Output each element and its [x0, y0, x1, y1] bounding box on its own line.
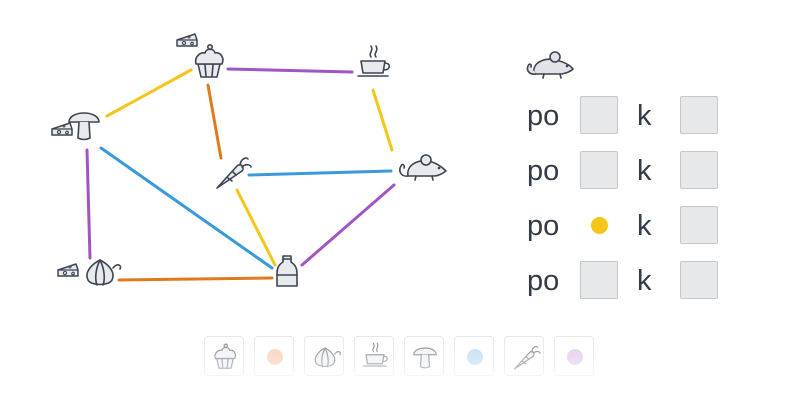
cheese-icon	[57, 263, 79, 277]
tray-color-dot[interactable]	[554, 336, 594, 376]
milk-bottle-icon[interactable]	[276, 255, 298, 287]
color-dot	[567, 349, 583, 365]
cheese-icon	[176, 33, 198, 47]
row-word-po: po	[527, 155, 560, 187]
tray-color-dot[interactable]	[454, 336, 494, 376]
answer-slot-1b[interactable]	[680, 96, 718, 134]
cupcake-icon	[214, 343, 237, 369]
tray-item-mushroom-icon[interactable]	[404, 336, 444, 376]
row-word-k: k	[637, 100, 652, 132]
edge-cupcake-carrot[interactable]	[206, 83, 223, 160]
garlic-icon[interactable]	[86, 259, 122, 286]
carrot-icon[interactable]	[216, 157, 252, 189]
piece-tray	[204, 336, 604, 396]
carrot-icon	[513, 345, 541, 370]
edge-carrot-mouse[interactable]	[247, 169, 393, 177]
answer-slot-3b[interactable]	[680, 206, 718, 244]
edge-mushroom-cupcake[interactable]	[105, 68, 193, 118]
answer-row-1: po k	[527, 96, 727, 140]
coffee-cup-icon[interactable]	[357, 45, 391, 77]
mushroom-icon	[413, 347, 437, 369]
row-word-k: k	[637, 210, 652, 242]
edge-mushroom-milk[interactable]	[99, 146, 274, 270]
answer-slot-1a[interactable]	[580, 96, 618, 134]
edge-carrot-milk[interactable]	[235, 188, 277, 267]
mushroom-icon[interactable]	[68, 112, 100, 141]
answer-row-3: po k	[527, 206, 727, 250]
answer-row-2: po k	[527, 151, 727, 195]
tray-item-cupcake-icon[interactable]	[204, 336, 244, 376]
mouse-icon[interactable]	[399, 154, 447, 181]
edge-cupcake-coffee[interactable]	[226, 67, 354, 74]
edge-coffee-mouse[interactable]	[371, 88, 394, 152]
color-dot	[467, 349, 483, 365]
answer-slot-4b[interactable]	[680, 261, 718, 299]
tray-item-garlic-icon[interactable]	[304, 336, 344, 376]
tray-item-coffee-cup-icon[interactable]	[354, 336, 394, 376]
answer-slot-2b[interactable]	[680, 151, 718, 189]
answer-slot-2a[interactable]	[580, 151, 618, 189]
tray-item-carrot-icon[interactable]	[504, 336, 544, 376]
edge-mouse-milk[interactable]	[300, 183, 396, 267]
coffee-cup-icon	[363, 342, 388, 367]
cheese-icon	[51, 122, 73, 136]
tray-color-dot[interactable]	[254, 336, 294, 376]
garlic-icon	[314, 347, 341, 368]
color-dot	[267, 349, 283, 365]
answer-row-4: po k	[527, 261, 727, 305]
row-word-po: po	[527, 210, 560, 242]
row-word-po: po	[527, 265, 560, 297]
answer-slot-4a[interactable]	[580, 261, 618, 299]
edge-garlic-milk[interactable]	[117, 276, 274, 282]
row-word-k: k	[637, 155, 652, 187]
placed-color-dot[interactable]	[591, 217, 608, 234]
row-word-k: k	[637, 265, 652, 297]
cupcake-icon[interactable]	[194, 43, 224, 78]
row-word-po: po	[527, 100, 560, 132]
edge-mushroom-garlic[interactable]	[85, 148, 92, 260]
